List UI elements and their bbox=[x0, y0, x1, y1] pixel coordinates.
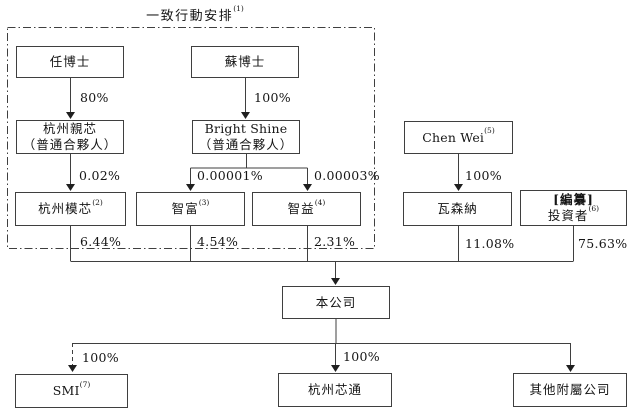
node-zhifu-name: 智富 bbox=[171, 201, 199, 217]
edge-label-zhifu-company: 4.54% bbox=[197, 234, 239, 249]
edge-label-zhiyi-company: 2.31% bbox=[314, 234, 356, 249]
node-smi-label: SMI(7) bbox=[52, 379, 91, 399]
footnote-1: (1) bbox=[233, 4, 244, 14]
node-bright-shine: Bright Shine （普通合夥人） bbox=[192, 120, 300, 154]
node-hangzhou-qinxin-role: （普通合夥人） bbox=[22, 137, 118, 152]
node-chen-wei-label: Chen Wei(5) bbox=[422, 127, 495, 146]
footnote-7: (7) bbox=[79, 379, 91, 389]
arrowheads bbox=[66, 112, 575, 372]
node-hangzhou-xintong-label: 杭州芯通 bbox=[307, 382, 362, 398]
footnote-3: (3) bbox=[198, 197, 210, 207]
node-wassenaar: 瓦森納 bbox=[403, 192, 512, 226]
node-wassenaar-label: 瓦森納 bbox=[437, 201, 478, 217]
edge-label-bright-shine-zhiyi: 0.00003% bbox=[314, 168, 380, 183]
edge-label-bright-shine-zhifu: 0.00001% bbox=[197, 168, 263, 183]
footnote-2: (2) bbox=[92, 197, 103, 207]
node-company: 本公司 bbox=[282, 286, 390, 319]
node-chen-wei-name: Chen Wei bbox=[422, 129, 485, 145]
node-dr-ren-label: 任博士 bbox=[49, 54, 91, 70]
footnote-5: (5) bbox=[484, 126, 495, 136]
node-chen-wei: Chen Wei(5) bbox=[404, 121, 513, 154]
connector-lines bbox=[70, 78, 574, 365]
diagram-title: 一致行動安排(1) bbox=[95, 5, 295, 24]
edge-label-chenwei-wassenaar: 100% bbox=[465, 168, 502, 183]
node-zhifu-label: 智富(3) bbox=[171, 197, 210, 217]
edge-label-qinxin-moxin: 0.02% bbox=[79, 168, 121, 183]
footnote-6: (6) bbox=[588, 204, 600, 214]
node-dr-su-label: 蘇博士 bbox=[224, 54, 266, 70]
edge-label-moxin-company: 6.44% bbox=[80, 234, 122, 249]
edge-label-company-xintong: 100% bbox=[343, 349, 380, 364]
node-hangzhou-moxin-name: 杭州模芯 bbox=[38, 201, 93, 217]
node-dr-ren: 任博士 bbox=[16, 46, 124, 78]
node-bright-shine-name: Bright Shine bbox=[204, 121, 288, 137]
node-hangzhou-moxin-label: 杭州模芯(2) bbox=[38, 197, 103, 217]
edge-label-company-smi: 100% bbox=[82, 350, 119, 365]
node-other-subsidiaries: 其他附屬公司 bbox=[513, 373, 627, 407]
edge-label-wassenaar-company: 11.08% bbox=[465, 236, 515, 251]
node-dr-su: 蘇博士 bbox=[191, 46, 299, 78]
node-hangzhou-qinxin: 杭州親芯 （普通合夥人） bbox=[16, 120, 124, 154]
diagram-title-text: 一致行動安排 bbox=[146, 9, 234, 24]
node-bright-shine-role: （普通合夥人） bbox=[198, 137, 294, 152]
edge-label-investors-company: 75.63% bbox=[578, 236, 628, 251]
node-investors: [編纂] 投資者(6) bbox=[520, 190, 627, 226]
node-hangzhou-moxin: 杭州模芯(2) bbox=[15, 192, 126, 226]
node-zhifu: 智富(3) bbox=[136, 192, 245, 226]
node-smi: SMI(7) bbox=[15, 374, 128, 408]
node-investors-label: 投資者(6) bbox=[547, 205, 599, 224]
node-investors-redacted: [編纂] bbox=[553, 192, 594, 208]
node-smi-name: SMI bbox=[52, 383, 80, 399]
node-company-label: 本公司 bbox=[315, 294, 357, 310]
node-zhiyi-name: 智益 bbox=[287, 201, 315, 217]
node-hangzhou-qinxin-name: 杭州親芯 bbox=[42, 121, 97, 137]
edge-label-ren-qinxin: 80% bbox=[80, 90, 109, 105]
node-investors-name: 投資者 bbox=[547, 208, 589, 223]
node-zhiyi: 智益(4) bbox=[252, 192, 361, 226]
footnote-4: (4) bbox=[314, 197, 326, 207]
node-hangzhou-xintong: 杭州芯通 bbox=[278, 373, 392, 407]
node-zhiyi-label: 智益(4) bbox=[287, 197, 326, 217]
node-other-subsidiaries-label: 其他附屬公司 bbox=[529, 382, 611, 398]
edge-label-su-bright-shine: 100% bbox=[254, 90, 291, 105]
